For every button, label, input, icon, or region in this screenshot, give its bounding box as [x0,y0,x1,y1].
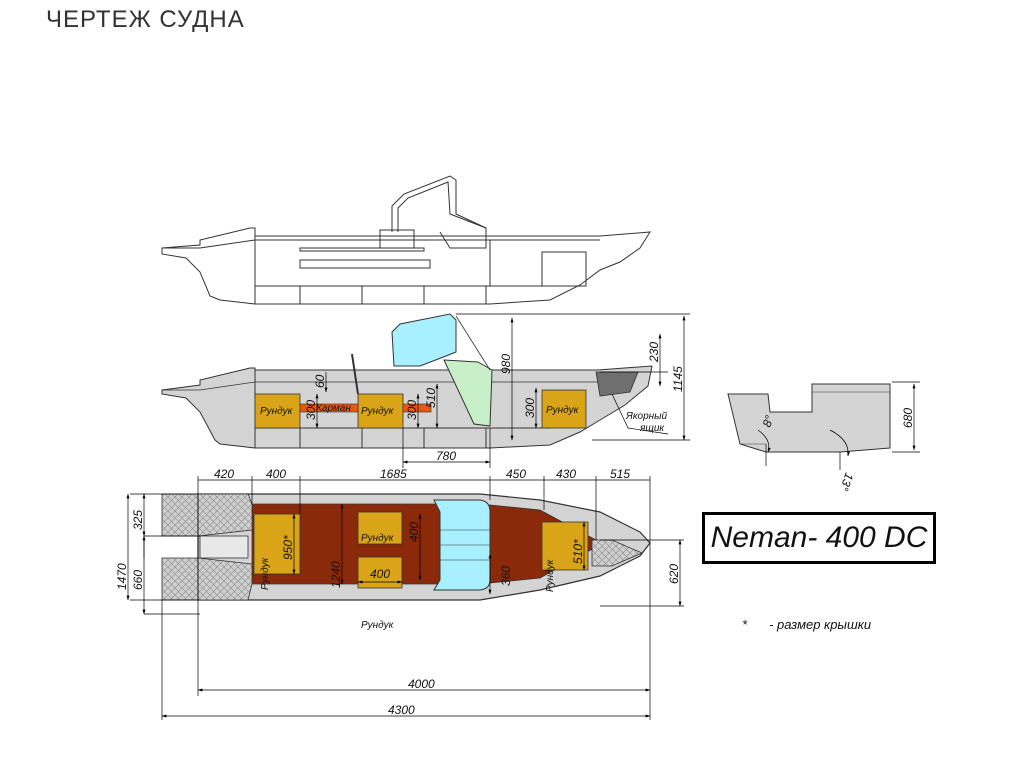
top-view-dimensions [126,476,684,720]
side-view-dim-labels: 980 230 1145 60 300 300 510 300 780 [304,342,685,463]
dim-300a: 300 [304,400,318,420]
dim-325: 325 [131,510,145,530]
page-title: ЧЕРТЕЖ СУДНА [46,6,245,33]
dim-680: 680 [901,408,915,428]
dim-60: 60 [313,374,327,388]
dim-230: 230 [647,342,661,363]
dim-4000: 4000 [408,677,435,691]
angle-13: 13° [837,471,856,493]
dim-1685: 1685 [380,467,407,481]
dim-300b: 300 [405,400,419,420]
top-view-dim-labels: 420 400 1685 450 430 515 325 660 1470 95… [115,467,681,717]
side-storage-label-3: Рундук [546,405,580,416]
pocket-label: Карман [316,403,351,414]
top-storage-center-top [357,511,403,545]
dim-510-star: 510* [571,539,585,564]
windshield [391,313,457,367]
side-view: Рундук Рундук Рундук Карман Якорный ящик [161,313,669,449]
dim-510: 510 [424,388,438,408]
side-storage-label-1: Рундук [260,406,294,417]
console-screen [443,359,493,427]
side-storage-3 [541,389,587,429]
model-name: Neman- 400 DC [710,521,928,554]
dim-780: 780 [436,449,456,463]
section-view: 680 8° 13° [727,381,920,493]
stern-platform-bottom [161,557,199,601]
dim-1145: 1145 [671,366,685,392]
anchor-label-1: Якорный [625,411,668,422]
angle-8: 8° [760,413,777,429]
dim-660: 660 [131,570,145,590]
footnote: * - размер крышки [742,617,871,632]
model-box: Neman- 400 DC [702,512,936,564]
side-storage-label-2: Рундук [361,406,395,417]
dim-4300: 4300 [388,703,415,717]
top-storage-label-right: Рундук [545,558,556,592]
dim-1470: 1470 [115,563,129,590]
side-view-dimensions [315,313,690,468]
pocket-stripe [299,403,359,413]
top-storage-label-center-bottom: Рундук [361,620,395,631]
top-storage-label-center-top: Рундук [361,533,395,544]
top-storage-right [541,521,589,571]
dim-620: 620 [667,564,681,584]
dim-430: 430 [556,467,576,481]
dim-1240: 1240 [329,561,343,588]
footnote-text: - размер крышки [769,617,872,632]
dim-450: 450 [506,467,526,481]
dim-360: 360 [499,566,513,586]
dim-980: 980 [499,354,513,374]
dim-420: 420 [214,467,234,481]
top-view: Рундук Рундук Рундук Рундук [161,493,651,631]
top-storage-left [253,513,301,575]
dim-515: 515 [610,467,630,481]
footnote-symbol: * [742,617,748,632]
dim-400-vertical: 400 [407,522,421,542]
dim-950: 950* [281,535,295,560]
stern-platform-top [161,493,199,537]
profile-view [161,175,651,305]
dim-400: 400 [266,467,286,481]
anchor-label-2: ящик [639,423,665,434]
dim-300c: 300 [523,398,537,418]
top-storage-label-left: Рундук [260,556,271,590]
dim-400-horizontal: 400 [370,567,390,581]
